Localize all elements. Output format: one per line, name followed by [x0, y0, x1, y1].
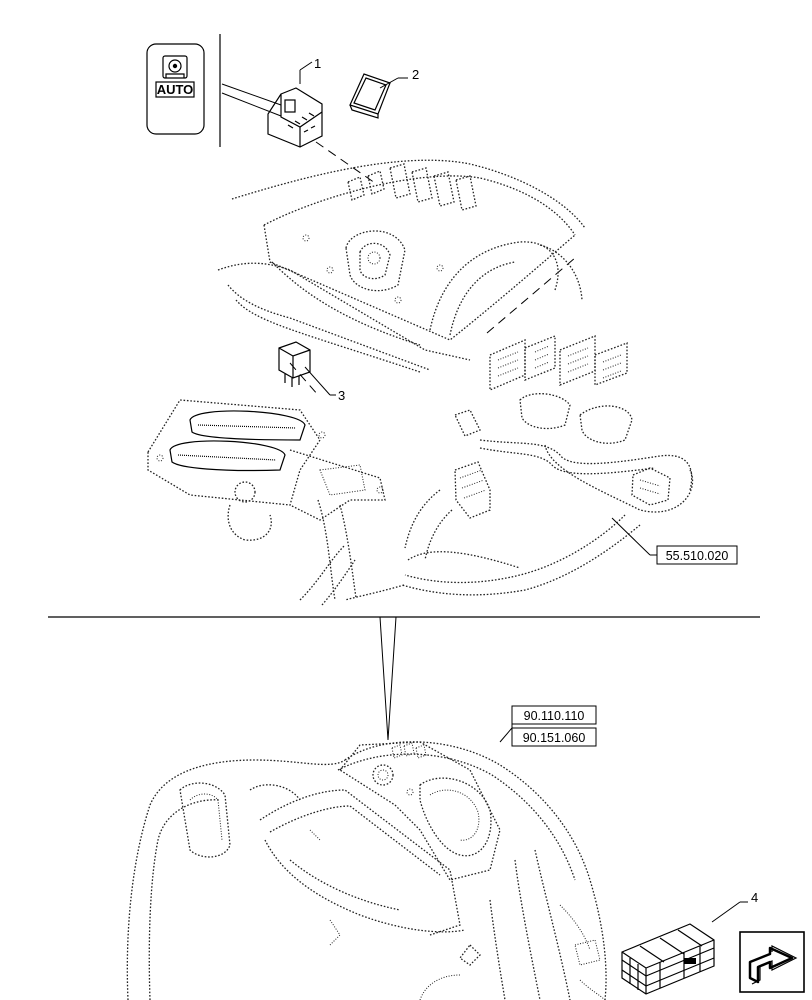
reference-90-151-060: 90.151.060 [523, 731, 586, 745]
reference-55-510-020: 55.510.020 [666, 549, 729, 563]
callout-1: 1 [314, 56, 321, 71]
part-1-rocker-switch [267, 87, 323, 148]
part-4-kit-crate [621, 923, 715, 995]
auto-switch-symbol: AUTO [146, 43, 205, 135]
callout-2: 2 [412, 67, 419, 82]
assembly-line [315, 141, 376, 184]
return-arrow-icon[interactable] [739, 931, 805, 993]
reference-box [511, 727, 597, 747]
wiring-harness [299, 335, 694, 606]
callout-3: 3 [338, 388, 345, 403]
upper-dashboard [217, 159, 586, 373]
auto-switch-label: AUTO [157, 82, 194, 97]
control-unit [147, 399, 386, 541]
reference-90-110-110: 90.110.110 [524, 709, 585, 723]
gear-icon [162, 55, 188, 79]
reference-box [656, 545, 738, 565]
assembly-line [486, 257, 576, 334]
pointer-leader [379, 616, 397, 741]
cab-overview [126, 741, 607, 1000]
assembly-line [289, 362, 319, 396]
part-2-switch-cap [349, 73, 391, 119]
reference-box [511, 705, 597, 725]
callout-4: 4 [751, 890, 758, 905]
